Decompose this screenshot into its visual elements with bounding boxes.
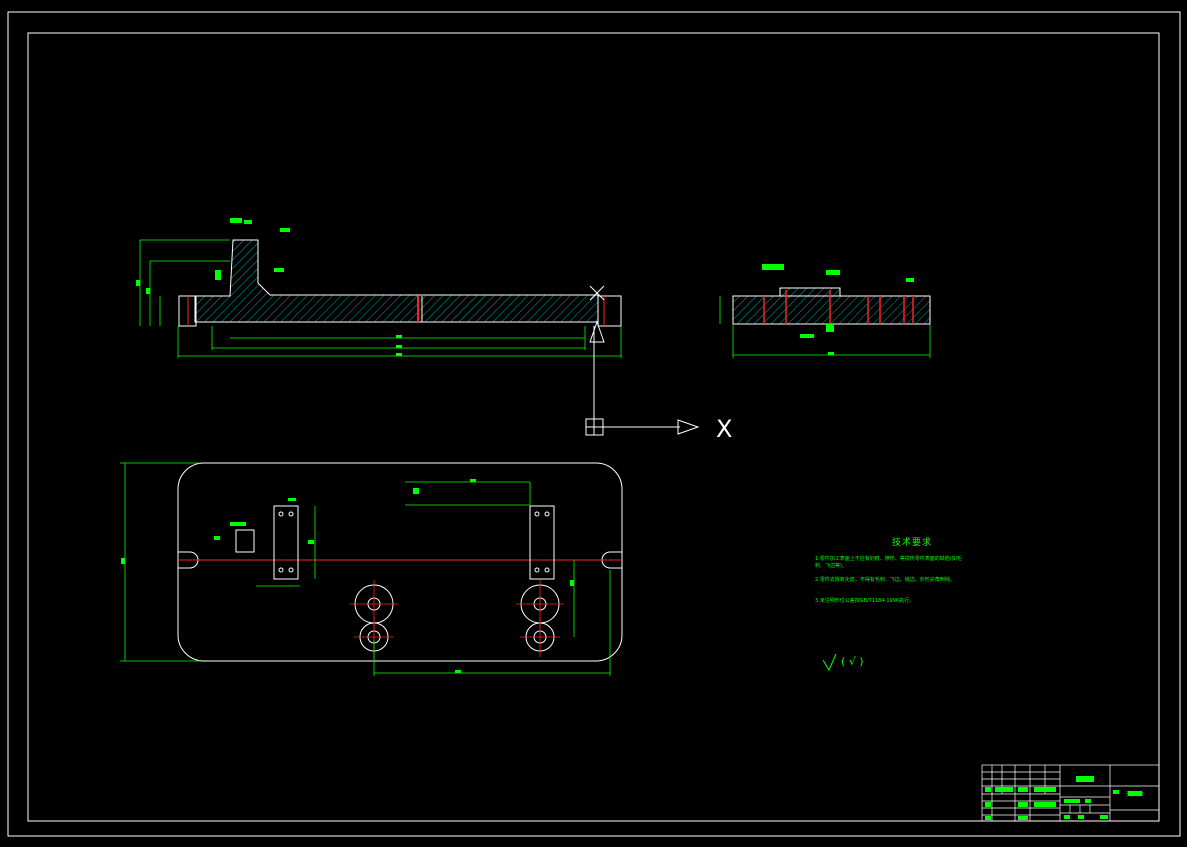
title-block-drawing-name: 夹具体: [1126, 791, 1145, 798]
side-section-view: [719, 264, 931, 358]
requirement-line-2: 刺、飞边等)。: [815, 563, 847, 569]
sheet-border: [7, 11, 1181, 837]
plan-view: [120, 462, 623, 676]
surface-finish-symbol: [822, 653, 837, 672]
view-direction-arrow: [585, 326, 700, 436]
front-section-view: [136, 218, 622, 358]
requirement-line-1: 1.零件加工表面上不应有划痕、擦伤、等损伤零件表面的缺陷(如毛: [815, 556, 962, 562]
title-block-fills: [985, 776, 1142, 820]
technical-requirements-title: 技术要求: [892, 538, 933, 548]
requirement-line-4: 3.未注明形位公差按GB/T1184-1996执行。: [815, 598, 915, 604]
title-block: [981, 764, 1160, 822]
requirement-line-3: 2.零件去除氧化皮。不得有毛刺、飞边、锐边、外形尖角倒钝。: [815, 577, 955, 583]
surface-finish-note: ( √ ): [841, 655, 864, 668]
view-arrow-letter: X: [716, 415, 732, 443]
